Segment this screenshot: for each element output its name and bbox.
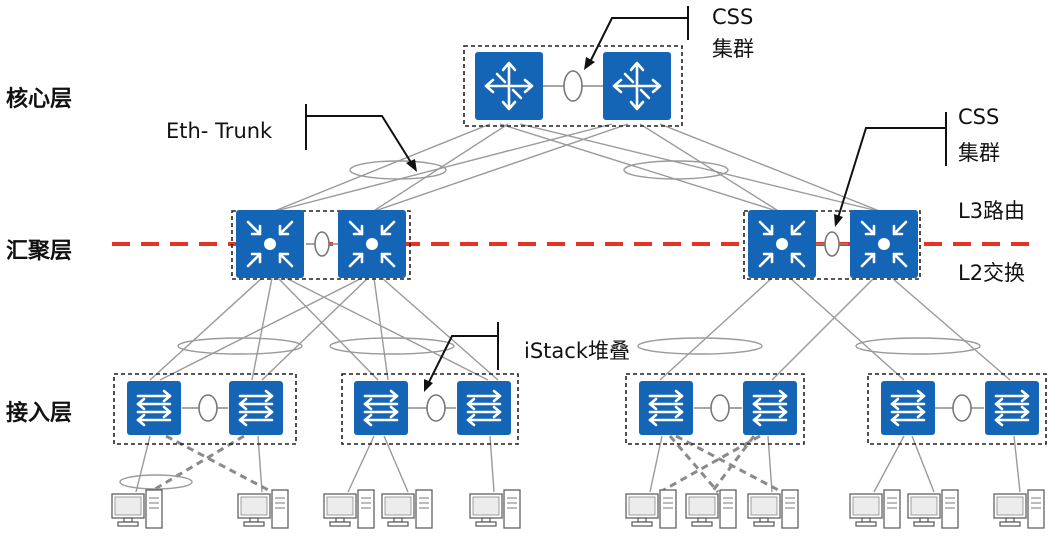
l2-switching-label: L2交换 [958, 261, 1025, 285]
access-switch-icon [352, 379, 410, 437]
annotation-pointers [305, 6, 947, 392]
access-switch-icon [125, 379, 183, 437]
access-istack-group-1 [113, 373, 297, 445]
core-layer-label: 核心层 [6, 86, 72, 112]
access-switch-icon [455, 379, 513, 437]
aggregation-switch-icon [746, 208, 818, 280]
aggregation-layer-label: 汇聚层 [6, 239, 72, 264]
pc-icon [993, 489, 1045, 529]
core-aggregation-links [271, 123, 883, 213]
link-bundle-ovals [119, 160, 981, 490]
access-istack-group-4 [867, 373, 1047, 445]
access-switch-icon [879, 379, 937, 437]
access-istack-group-2 [341, 373, 519, 445]
pc-icon [111, 489, 163, 529]
pc-icon [907, 489, 959, 529]
aggregation-css-label-line1: CSS [958, 105, 999, 129]
eth-trunk-label: Eth- Trunk [166, 119, 273, 143]
pc-icon [625, 489, 677, 529]
pc-icon [849, 489, 901, 529]
aggregation-switch-icon [336, 208, 408, 280]
access-terminal-links [135, 434, 1021, 494]
pc-icon [237, 489, 289, 529]
core-router-icon [473, 50, 545, 122]
l3-routing-label: L3路由 [958, 199, 1025, 223]
aggregation-switch-icon [848, 208, 920, 280]
core-router-icon [601, 50, 673, 122]
pc-icon [685, 489, 737, 529]
core-css-label-line2: 集群 [712, 37, 754, 61]
aggregation-access-links [149, 277, 1011, 381]
access-switch-icon [227, 379, 285, 437]
terminals [111, 489, 1045, 529]
aggregation-css-label-line2: 集群 [958, 141, 1000, 165]
aggregation-css-cluster-right [743, 208, 921, 280]
pc-icon [747, 489, 799, 529]
access-switch-icon [637, 379, 695, 437]
access-switch-icon [983, 379, 1041, 437]
core-css-cluster [463, 45, 683, 127]
pc-icon [381, 489, 433, 529]
aggregation-css-cluster-left [231, 208, 411, 280]
access-layer-label: 接入层 [6, 401, 72, 426]
access-switch-icon [741, 379, 799, 437]
istack-label: iStack堆叠 [524, 339, 630, 363]
aggregation-switch-icon [234, 208, 306, 280]
access-istack-group-3 [625, 373, 805, 445]
core-css-label-line1: CSS [712, 5, 753, 29]
pc-icon [323, 489, 375, 529]
pc-icon [469, 489, 521, 529]
